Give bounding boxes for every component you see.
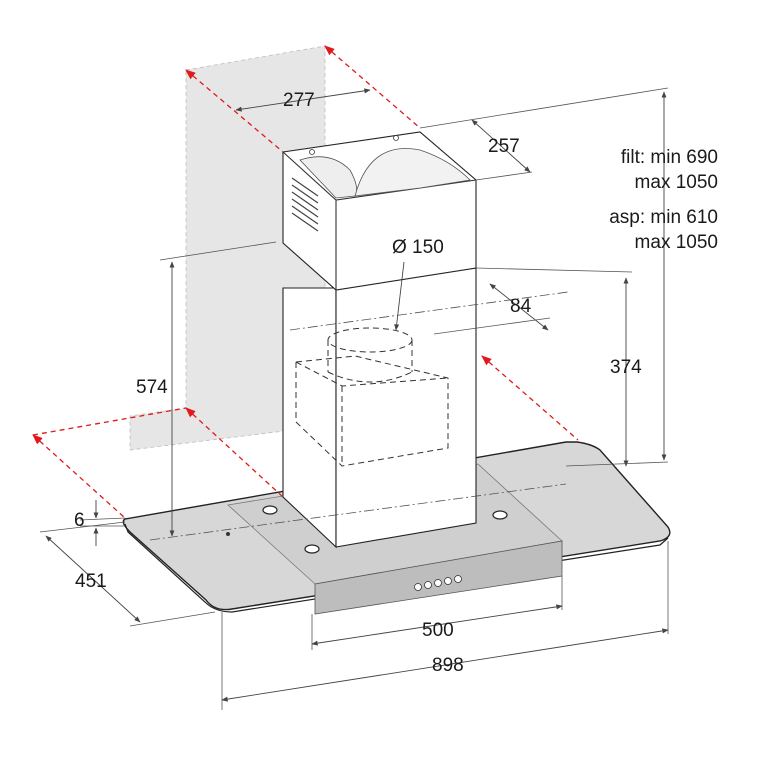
spec-asp-min: asp: min 610 <box>609 207 718 228</box>
control-buttons <box>414 575 462 591</box>
dim-500: 500 <box>422 620 454 641</box>
dim-257: 257 <box>488 136 520 157</box>
dim-150: Ø 150 <box>392 237 444 258</box>
spec-asp-max: max 1050 <box>635 232 718 253</box>
internal-motor-outline <box>295 327 449 467</box>
dim-277: 277 <box>283 90 315 111</box>
dim-84: 84 <box>510 296 532 317</box>
dim-451: 451 <box>75 571 107 592</box>
spec-filt-max: max 1050 <box>635 172 718 193</box>
dim-6: 6 <box>74 510 85 531</box>
dim-374: 374 <box>610 357 642 378</box>
glass-edge <box>124 523 669 613</box>
dim-898: 898 <box>432 655 464 676</box>
dim-574: 574 <box>136 377 168 398</box>
spec-filt-min: filt: min 690 <box>621 147 718 168</box>
vent-grille <box>291 177 319 232</box>
light-spots <box>262 505 508 554</box>
